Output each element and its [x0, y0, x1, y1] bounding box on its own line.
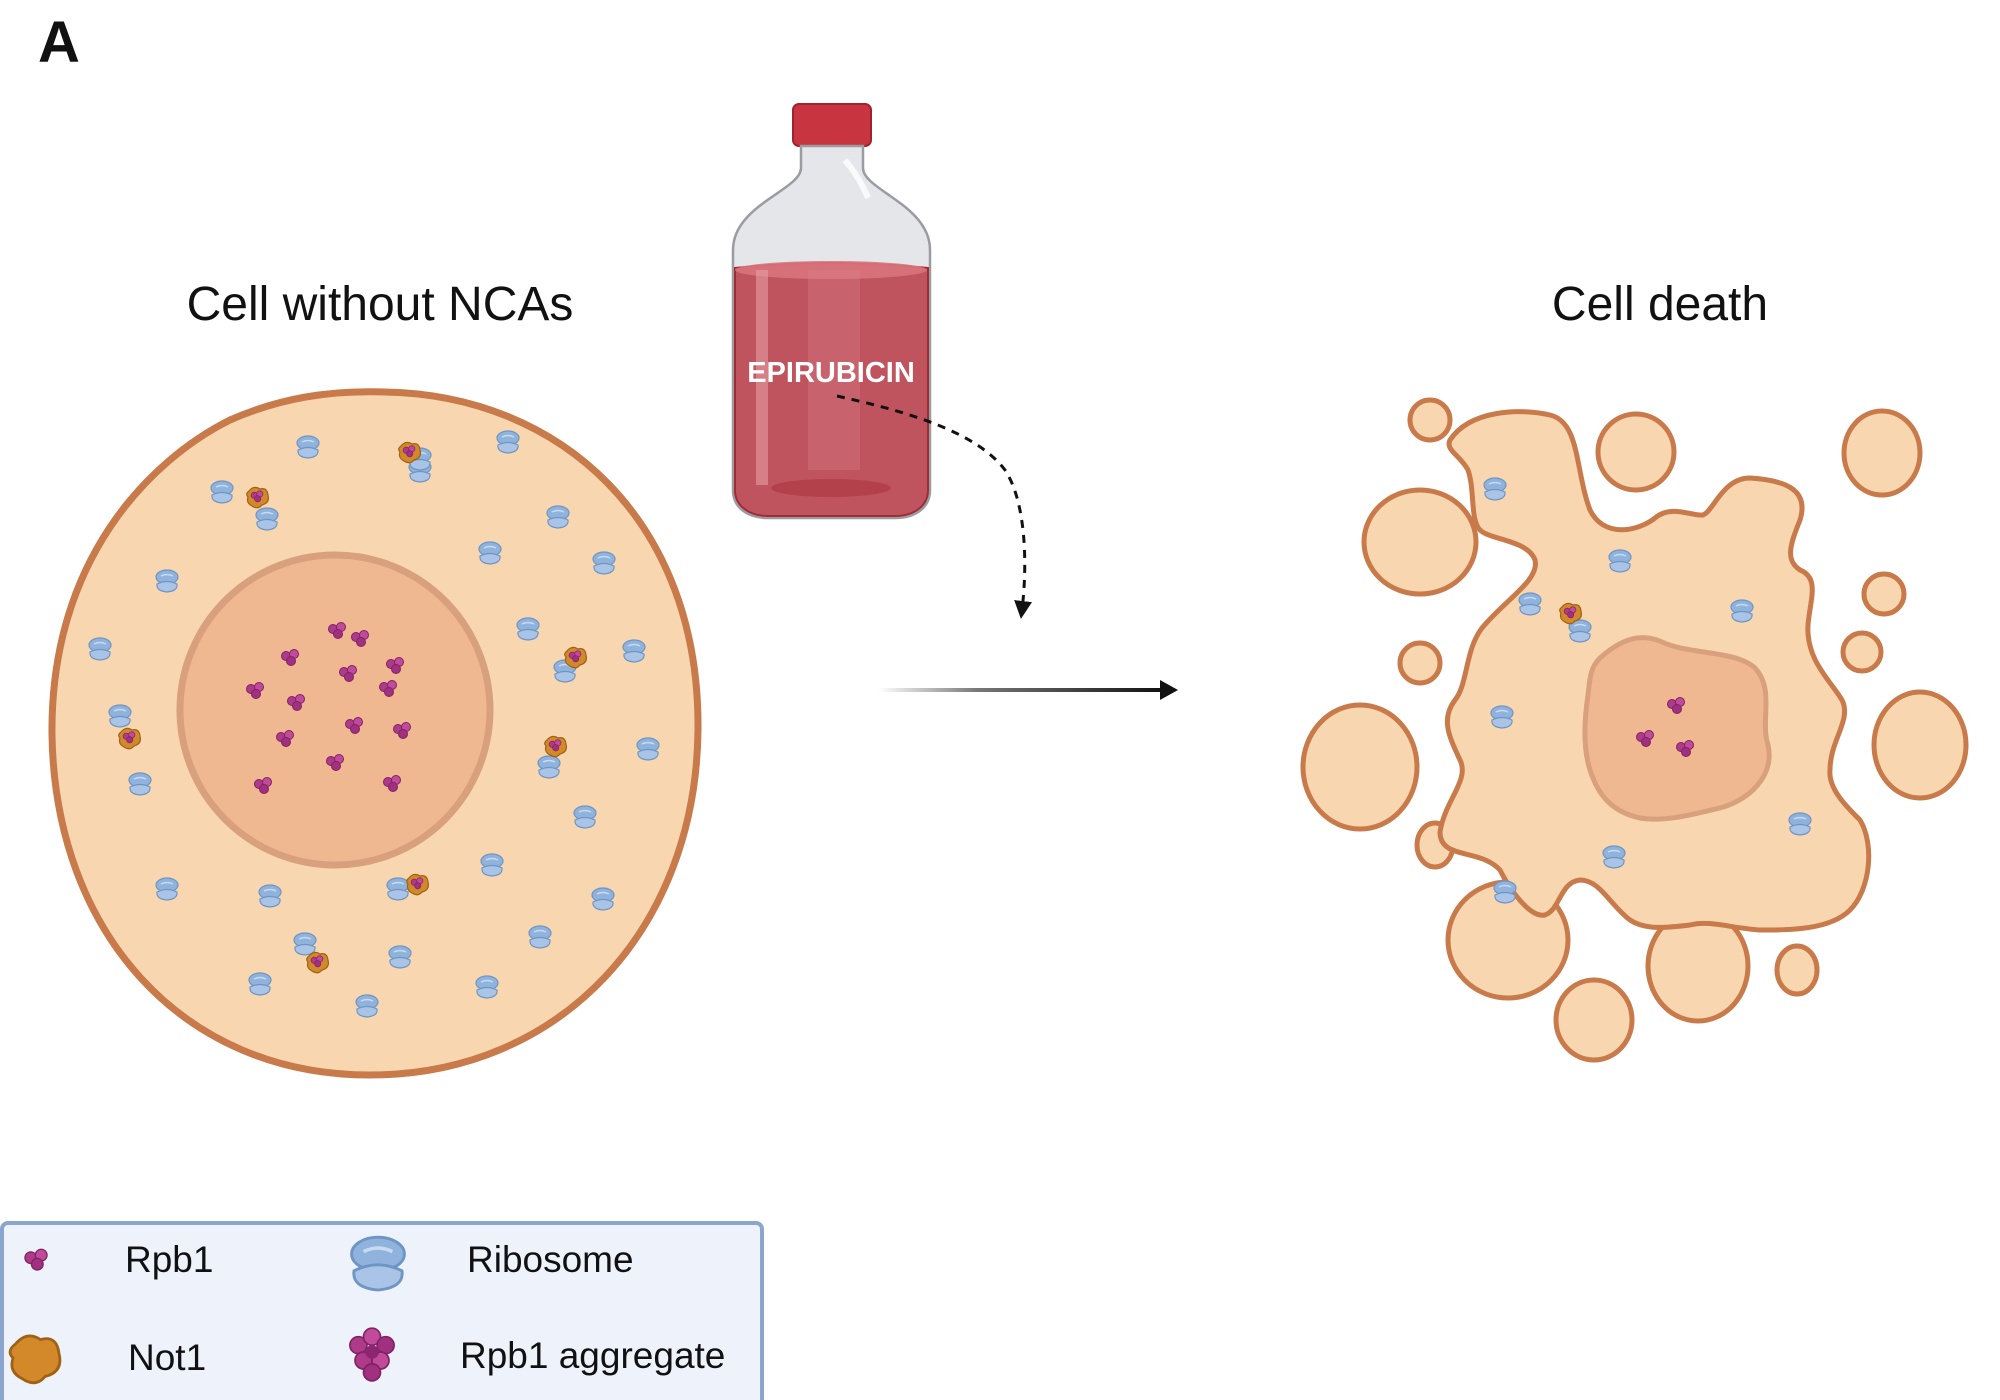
legend-label-rpb1-aggregate: Rpb1 aggregate: [460, 1335, 725, 1376]
ribosome-icon: [516, 617, 540, 641]
apoptotic-bodies: [1300, 397, 1969, 1063]
nucleus: [176, 551, 494, 869]
ribosome-icon: [496, 430, 520, 454]
ribosome-icon: [475, 975, 499, 999]
ribosome-icon: [349, 1235, 407, 1292]
ribosome-icon: [155, 877, 179, 901]
ribosome-icon: [1608, 549, 1632, 573]
dying-cell: [1300, 397, 1969, 1063]
ribosome-icon: [1483, 477, 1507, 501]
nucleus: [1582, 635, 1772, 822]
ribosome-icon: [622, 639, 646, 663]
ribosome-icon: [1602, 845, 1626, 869]
ribosome-icon: [255, 507, 279, 531]
legend: Rpb1 Ribosome Not1 Rpb1 aggregate: [0, 1221, 764, 1400]
ribosome-icon: [258, 884, 282, 908]
ribosome-icon: [1730, 599, 1754, 623]
ribosome-icon: [108, 704, 132, 728]
right-cell-title: Cell death: [1552, 278, 1768, 331]
legend-label-ribosome: Ribosome: [467, 1239, 634, 1280]
epirubicin-bottle: EPIRUBICIN: [731, 103, 932, 520]
ribosome-icon: [1518, 592, 1542, 616]
ribosome-icon: [1493, 880, 1517, 904]
ribosome-icon: [636, 737, 660, 761]
ribosome-icon: [388, 945, 412, 969]
ribosome-icon: [355, 994, 379, 1018]
panel-label: A: [38, 10, 80, 75]
bottle-cap: [792, 103, 872, 147]
legend-label-rpb1: Rpb1: [125, 1239, 213, 1280]
ribosome-icon: [573, 805, 597, 829]
ribosome-icon: [88, 637, 112, 661]
drug-label: EPIRUBICIN: [747, 357, 915, 389]
ribosome-icon: [128, 772, 152, 796]
ribosome-icon: [591, 887, 615, 911]
ribosome-icon: [1490, 705, 1514, 729]
left-cell-title: Cell without NCAs: [187, 278, 574, 331]
ribosome-icon: [537, 755, 561, 779]
ribosome-icon: [248, 972, 272, 996]
drug-action-arrow: [836, 394, 1033, 619]
ribosome-icon: [478, 541, 502, 565]
legend-box: [0, 1221, 764, 1400]
ribosome-icon: [480, 853, 504, 877]
ribosome-icon: [592, 551, 616, 575]
ribosome-icon: [1788, 812, 1812, 836]
ribosome-icon: [386, 877, 410, 901]
ribosome-icon: [296, 435, 320, 459]
legend-label-not1: Not1: [128, 1337, 206, 1378]
ribosome-icon: [528, 925, 552, 949]
ribosome-icon: [546, 505, 570, 529]
ribosome-icon: [293, 932, 317, 956]
progression-arrow: [878, 680, 1178, 700]
ribosome-icon: [155, 569, 179, 593]
ribosome-icon: [210, 480, 234, 504]
healthy-cell: [48, 388, 702, 1079]
